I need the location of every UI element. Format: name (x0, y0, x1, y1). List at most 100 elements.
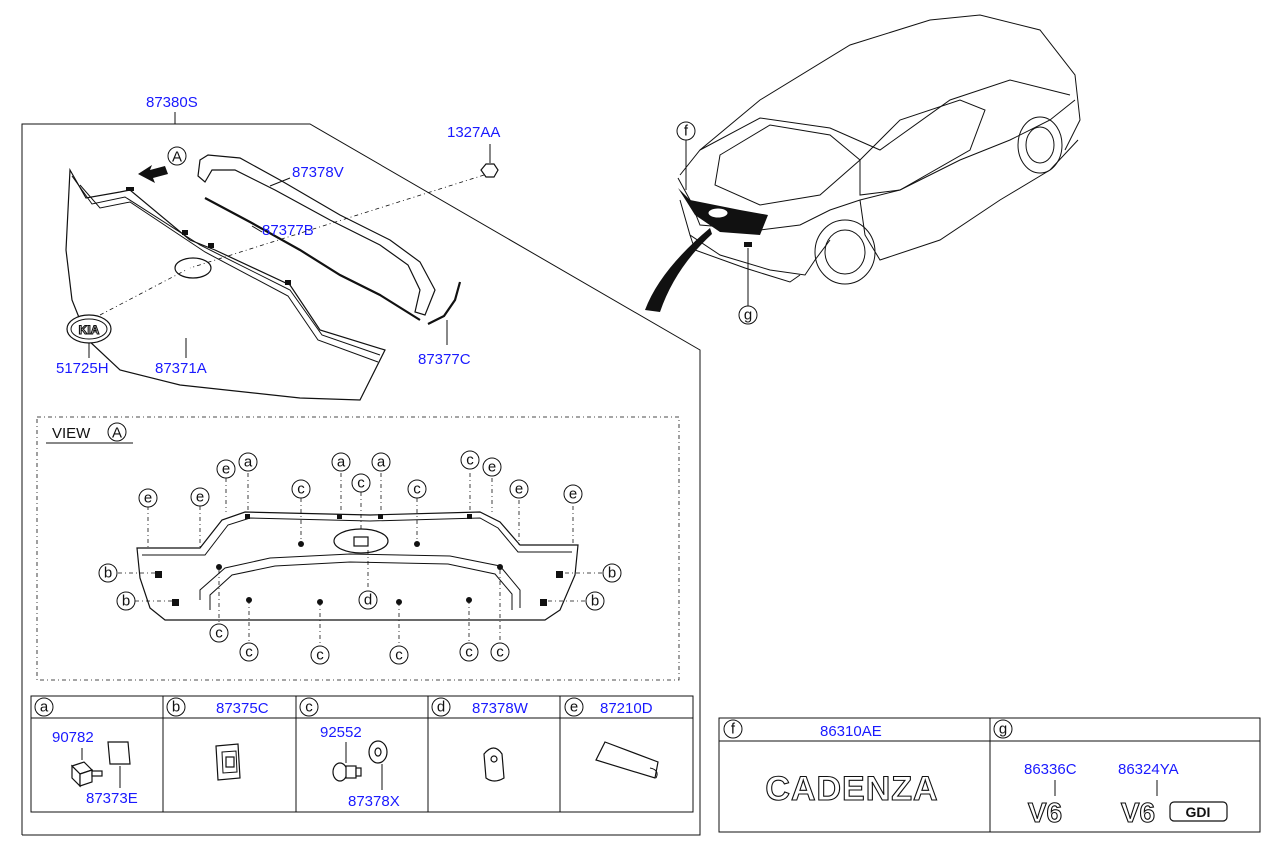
svg-text:c: c (496, 644, 504, 661)
bubble-c-5[interactable]: c (209, 623, 229, 643)
svg-text:b: b (172, 699, 180, 716)
bubble-c-3[interactable]: c (407, 479, 427, 499)
clip-90782-icon (70, 761, 103, 788)
callout-87377B[interactable]: 87377B (262, 222, 314, 239)
svg-text:a: a (40, 699, 49, 716)
emblem-part-86324YA[interactable]: 86324YA (1118, 761, 1179, 778)
bubble-b-2[interactable]: b (116, 591, 136, 611)
legend-part-87378X[interactable]: 87378X (348, 793, 400, 810)
callout-1327AA[interactable]: 1327AA (447, 124, 500, 141)
garnish-body-87371A[interactable] (65, 167, 386, 401)
legend-cell-d-header: d (431, 697, 451, 717)
bubble-c-10[interactable]: c (490, 642, 510, 662)
svg-text:e: e (222, 461, 230, 478)
clip-87375C-icon (215, 743, 241, 781)
car-bubble-f[interactable]: f (676, 121, 696, 141)
svg-text:b: b (104, 565, 112, 582)
svg-text:c: c (215, 625, 223, 642)
svg-text:b: b (608, 565, 616, 582)
view-leaders (118, 473, 603, 645)
legend-part-87210D[interactable]: 87210D (600, 700, 653, 717)
svg-text:c: c (297, 481, 305, 498)
bubble-c-8[interactable]: c (389, 645, 409, 665)
svg-text:f: f (731, 721, 736, 738)
bubble-b-1[interactable]: b (98, 563, 118, 583)
car-rear-view (677, 14, 1081, 285)
bubble-b-3[interactable]: b (602, 563, 622, 583)
bubble-e-2[interactable]: e (190, 487, 210, 507)
legend-part-92552[interactable]: 92552 (320, 724, 362, 741)
bubble-c-6[interactable]: c (239, 642, 259, 662)
car-bubble-g[interactable]: g (738, 305, 758, 325)
pad-87373E-icon (107, 741, 131, 765)
svg-text:e: e (144, 490, 152, 507)
callout-87378V[interactable]: 87378V (292, 164, 344, 181)
view-a-frame (36, 416, 680, 681)
cadenza-emblem: CADENZA (765, 770, 938, 808)
bubble-e-5[interactable]: e (509, 479, 529, 499)
svg-text:A: A (172, 149, 182, 166)
legend-part-90782[interactable]: 90782 (52, 729, 94, 746)
strip-87377C[interactable] (427, 281, 462, 325)
strip-87377B[interactable] (204, 197, 421, 321)
legend-part-87378W[interactable]: 87378W (472, 700, 529, 717)
tape-87210D-icon (595, 741, 659, 779)
svg-text:c: c (357, 475, 365, 492)
svg-text:e: e (515, 481, 523, 498)
bubble-a-2[interactable]: a (331, 452, 351, 472)
svg-text:b: b (122, 593, 130, 610)
svg-text:a: a (377, 454, 386, 471)
emblem-cell-g-header: g (993, 719, 1013, 739)
svg-text:g: g (744, 307, 752, 324)
view-a-title: VIEW (52, 425, 91, 442)
svg-text:c: c (466, 452, 474, 469)
legend-part-87373E[interactable]: 87373E (86, 790, 138, 807)
bubble-e-6[interactable]: e (563, 484, 583, 504)
bubble-e-1[interactable]: e (138, 488, 158, 508)
legend-cell-b-header: b (166, 697, 186, 717)
assembly-outline (21, 112, 701, 836)
v6-emblem: V6 (1028, 797, 1062, 828)
moulding-87378V[interactable] (197, 154, 436, 316)
emblem-part-86336C[interactable]: 86336C (1024, 761, 1077, 778)
bubble-e-3[interactable]: e (216, 459, 236, 479)
svg-text:f: f (684, 123, 689, 140)
kia-emblem-51725H[interactable]: KIA (66, 314, 112, 344)
legend-part-87375C[interactable]: 87375C (216, 700, 269, 717)
bubble-d-1[interactable]: d (358, 590, 378, 610)
emblem-part-86310AE[interactable]: 86310AE (820, 723, 882, 740)
svg-text:g: g (999, 721, 1007, 738)
grommet-87378W-icon (483, 747, 505, 782)
bubble-e-4[interactable]: e (482, 457, 502, 477)
bubble-c-9[interactable]: c (459, 642, 479, 662)
nut-1327AA[interactable] (480, 163, 499, 178)
bubble-c-7[interactable]: c (310, 645, 330, 665)
bubble-a-3[interactable]: a (371, 452, 391, 472)
callout-87377C[interactable]: 87377C (418, 351, 471, 368)
bubble-c-2[interactable]: c (351, 473, 371, 493)
bubble-c-4[interactable]: c (460, 450, 480, 470)
svg-text:e: e (488, 459, 496, 476)
bubble-a-1[interactable]: a (238, 452, 258, 472)
callout-51725H[interactable]: 51725H (56, 360, 109, 377)
legend-cell-c-header: c (299, 697, 319, 717)
bubble-c-1[interactable]: c (291, 479, 311, 499)
callout-87371A[interactable]: 87371A (155, 360, 207, 377)
callout-87380S[interactable]: 87380S (146, 94, 198, 111)
svg-text:c: c (316, 647, 324, 664)
garnish-inner-view (136, 511, 579, 621)
washer-87378X-icon (368, 740, 388, 764)
svg-text:e: e (569, 486, 577, 503)
svg-text:c: c (305, 699, 313, 716)
legend-table (30, 695, 694, 813)
bubble-b-4[interactable]: b (585, 591, 605, 611)
gdi-badge: GDI (1169, 801, 1228, 822)
svg-text:b: b (591, 593, 599, 610)
pointer-arrow (645, 228, 712, 312)
legend-cell-e-header: e (564, 697, 584, 717)
emblem-table (718, 717, 1261, 833)
svg-text:GDI: GDI (1186, 804, 1211, 820)
view-a-title-bubble: A (107, 422, 127, 442)
svg-text:c: c (465, 644, 473, 661)
